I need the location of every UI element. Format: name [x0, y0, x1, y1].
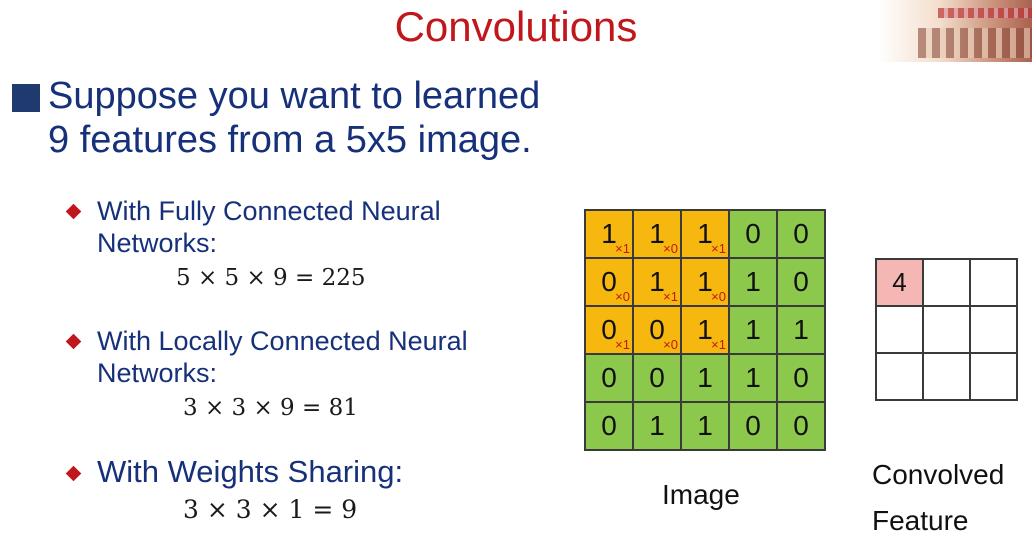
- image-cell: 0×0: [584, 257, 634, 307]
- image-cell: 1×1: [632, 257, 682, 307]
- image-grid-row: 0×0 1×1 1×0 1 0: [584, 257, 826, 307]
- diamond-bullet-icon: [65, 203, 82, 220]
- image-cell: 1: [680, 353, 730, 403]
- image-cell: 0: [728, 209, 778, 259]
- sub-bullet-locally-connected: With Locally Connected Neural Networks:: [97, 325, 468, 389]
- sub-bullet-line: With Locally Connected Neural: [97, 326, 468, 356]
- image-cell: 1: [776, 305, 826, 355]
- feature-cell: [875, 305, 924, 354]
- sub-bullet-line: Networks:: [97, 228, 218, 258]
- feature-cell: [922, 305, 971, 354]
- sub-bullet-line: With Fully Connected Neural: [97, 196, 441, 226]
- kernel-weight: ×1: [711, 241, 726, 256]
- caption-line: Feature: [872, 505, 969, 536]
- slide-title: Convolutions: [394, 3, 638, 50]
- feature-cell: [922, 258, 971, 307]
- caption-line: Convolved: [872, 459, 1005, 490]
- feature-cell: [875, 352, 924, 401]
- image-cell: 1×0: [632, 209, 682, 259]
- sub-bullet-fully-connected: With Fully Connected Neural Networks:: [97, 195, 441, 259]
- image-cell: 0: [776, 401, 826, 451]
- image-grid-row: 0×1 0×0 1×1 1 1: [584, 305, 826, 355]
- image-caption: Image: [662, 479, 740, 510]
- image-cell: 0: [776, 209, 826, 259]
- feature-cell: [969, 305, 1018, 354]
- formula-weights-sharing: 3 × 3 × 1 = 9: [183, 495, 358, 524]
- main-bullet-text: Suppose you want to learned 9 features f…: [48, 74, 540, 162]
- image-grid-row: 1×1 1×0 1×1 0 0: [584, 209, 826, 259]
- main-bullet-line-1: Suppose you want to learned: [48, 75, 541, 117]
- image-cell: 1×1: [680, 209, 730, 259]
- image-cell: 1: [728, 257, 778, 307]
- image-grid-row: 0 1 1 0 0: [584, 401, 826, 451]
- decorative-header-image: [878, 0, 1032, 62]
- square-bullet-icon: [12, 84, 40, 112]
- convolved-feature-grid: 4: [875, 258, 1018, 401]
- image-cell: 0: [584, 353, 634, 403]
- image-cell: 1: [728, 353, 778, 403]
- image-grid: 1×1 1×0 1×1 0 0 0×0 1×1 1×0 1 0 0×1 0×0 …: [584, 209, 826, 451]
- feature-cell: [922, 352, 971, 401]
- sub-bullet-line: With Weights Sharing:: [97, 454, 404, 489]
- diamond-bullet-icon: [65, 465, 82, 482]
- kernel-weight: ×0: [615, 289, 630, 304]
- kernel-weight: ×1: [711, 337, 726, 352]
- image-cell: 1×1: [680, 305, 730, 355]
- kernel-weight: ×0: [663, 241, 678, 256]
- formula-fully-connected: 5 × 5 × 9 = 225: [176, 265, 366, 291]
- kernel-weight: ×1: [615, 241, 630, 256]
- image-cell: 1×1: [584, 209, 634, 259]
- image-cell: 0×0: [632, 305, 682, 355]
- sub-bullet-weights-sharing: With Weights Sharing:: [97, 454, 403, 490]
- image-cell: 1×0: [680, 257, 730, 307]
- formula-locally-connected: 3 × 3 × 9 = 81: [183, 395, 358, 421]
- kernel-weight: ×0: [711, 289, 726, 304]
- feature-grid-row: [875, 305, 1018, 354]
- kernel-weight: ×0: [663, 337, 678, 352]
- image-cell: 0: [584, 401, 634, 451]
- feature-cell: [969, 352, 1018, 401]
- convolved-feature-caption: Convolved Feature: [872, 452, 1004, 544]
- feature-grid-row: 4: [875, 258, 1018, 307]
- kernel-weight: ×1: [663, 289, 678, 304]
- kernel-weight: ×1: [615, 337, 630, 352]
- image-cell: 1: [728, 305, 778, 355]
- feature-cell: [969, 258, 1018, 307]
- main-bullet-line-2: 9 features from a 5x5 image.: [48, 119, 532, 161]
- image-grid-row: 0 0 1 1 0: [584, 353, 826, 403]
- image-cell: 0: [776, 353, 826, 403]
- image-cell: 0: [728, 401, 778, 451]
- sub-bullet-line: Networks:: [97, 358, 218, 388]
- diamond-bullet-icon: [65, 333, 82, 350]
- image-cell: 1: [680, 401, 730, 451]
- image-cell: 0: [776, 257, 826, 307]
- feature-cell: 4: [875, 258, 924, 307]
- feature-grid-row: [875, 352, 1018, 401]
- image-cell: 0: [632, 353, 682, 403]
- image-cell: 0×1: [584, 305, 634, 355]
- image-cell: 1: [632, 401, 682, 451]
